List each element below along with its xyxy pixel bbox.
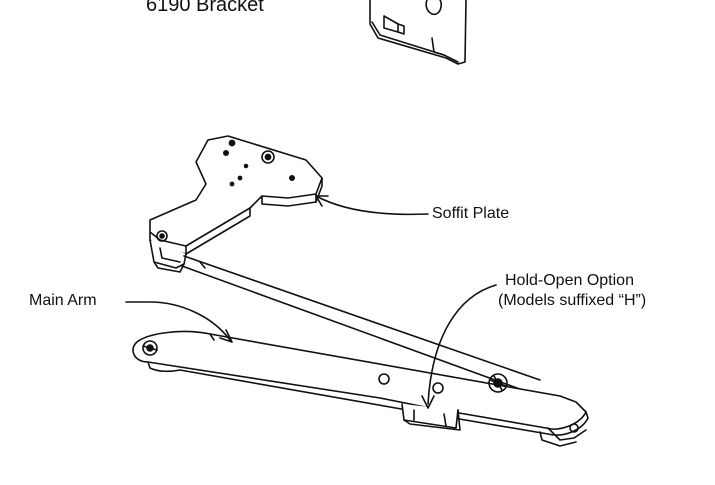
hold-open-leader <box>427 284 497 405</box>
soffit-leader <box>315 195 429 216</box>
bracket-6190 <box>369 0 467 65</box>
leader-arrows <box>125 195 497 409</box>
main-arm <box>132 330 589 447</box>
main-arm-arrowhead <box>219 329 233 343</box>
forearm <box>181 255 541 393</box>
hold-open-arrowhead <box>421 395 435 409</box>
main-arm-label: Main Arm <box>29 292 97 309</box>
soffit-plate-label: Soffit Plate <box>432 205 510 222</box>
main-arm-leader <box>125 301 231 341</box>
hold-open-label: Hold-Open Option <box>505 272 634 289</box>
soffit-arrowhead <box>315 195 329 207</box>
hold-open-sublabel: (Models suffixed “H”) <box>498 292 647 309</box>
bracket-label: 6190 Bracket <box>146 0 264 16</box>
soffit-plate <box>149 135 323 273</box>
